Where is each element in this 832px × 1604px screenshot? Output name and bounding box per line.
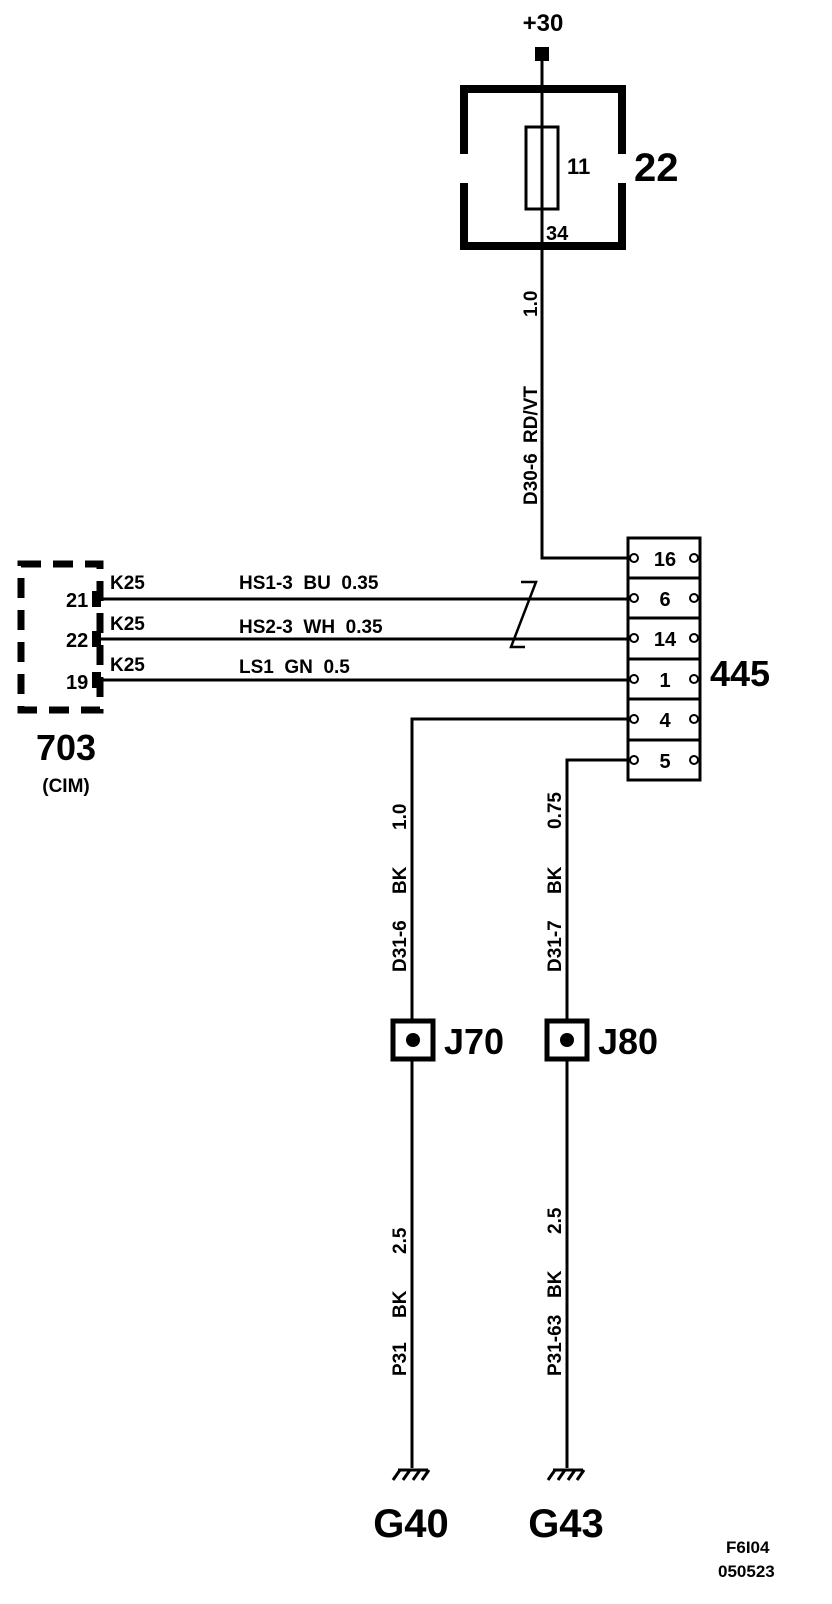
module-pin: 19: [66, 672, 88, 694]
junction-label: J80: [598, 1021, 658, 1062]
wire-label: HS2-3 WH 0.35: [239, 617, 383, 638]
ground-symbol: [546, 1468, 586, 1481]
ground-label: G43: [528, 1502, 604, 1546]
connector-pin: 6: [659, 589, 670, 611]
svg-text:2.5: 2.5: [390, 1227, 411, 1254]
module-pin: 22: [66, 630, 88, 652]
svg-text:1.0: 1.0: [521, 291, 542, 317]
supply-label: +30: [523, 10, 564, 37]
module-id: 703: [36, 727, 96, 768]
svg-text:0.75: 0.75: [545, 792, 566, 829]
ground-label: G40: [373, 1502, 449, 1546]
svg-text:BK: BK: [390, 1290, 411, 1318]
ground-symbol: [391, 1468, 431, 1481]
svg-text:BK: BK: [545, 866, 566, 894]
ground-wire-right: [565, 758, 628, 1468]
svg-text:RD/VT: RD/VT: [521, 386, 542, 443]
fuse-box-id: 22: [634, 146, 679, 190]
module-pin: 21: [66, 590, 88, 612]
supply-terminal: [535, 47, 549, 61]
svg-text:1.0: 1.0: [390, 804, 411, 830]
svg-text:BK: BK: [545, 1270, 566, 1298]
upper-wire-label-right: D31-7 BK 0.75: [545, 792, 566, 972]
module-name: (CIM): [42, 776, 89, 797]
upper-wire-label-left: D31-6 BK 1.0: [390, 804, 411, 972]
svg-text:D31-6: D31-6: [390, 920, 411, 972]
wire-label: HS1-3 BU 0.35: [239, 573, 379, 594]
svg-text:D31-7: D31-7: [545, 920, 566, 972]
svg-text:2.5: 2.5: [545, 1207, 566, 1234]
wire-connector-label: K25: [110, 614, 145, 635]
figure-code: F6I04: [726, 1538, 770, 1557]
fuse-output-pin: 34: [546, 223, 569, 245]
feed-wire-label: D30-6 RD/VT 1.0: [521, 291, 542, 505]
fuse-number: 11: [567, 154, 590, 179]
twisted-pair-symbol: [509, 580, 538, 649]
feed-wire: [540, 61, 628, 560]
wire-connector-label: K25: [110, 655, 145, 676]
lower-wire-label-left: P31 BK 2.5: [390, 1227, 411, 1376]
connector-id: 445: [710, 653, 770, 694]
svg-text:P31-63: P31-63: [545, 1315, 566, 1376]
svg-text:P31: P31: [390, 1342, 411, 1376]
wire-connector-label: K25: [110, 573, 145, 594]
connector-pin: 1: [659, 670, 670, 692]
connector-pin: 14: [654, 629, 677, 651]
ground-wire-left: [410, 717, 628, 1468]
svg-text:BK: BK: [390, 866, 411, 894]
svg-text:D30-6: D30-6: [521, 453, 542, 505]
connector-445: [626, 536, 702, 782]
module-703: [17, 560, 104, 714]
connector-pin: 4: [659, 710, 671, 732]
date-code: 050523: [718, 1562, 775, 1581]
wire-label: LS1 GN 0.5: [239, 657, 350, 678]
connector-pin: 16: [654, 549, 676, 571]
junction-dot: [406, 1033, 420, 1047]
connector-pin: 5: [659, 751, 670, 773]
junction-label: J70: [444, 1021, 504, 1062]
junction-dot: [560, 1033, 574, 1047]
lower-wire-label-right: P31-63 BK 2.5: [545, 1207, 566, 1376]
